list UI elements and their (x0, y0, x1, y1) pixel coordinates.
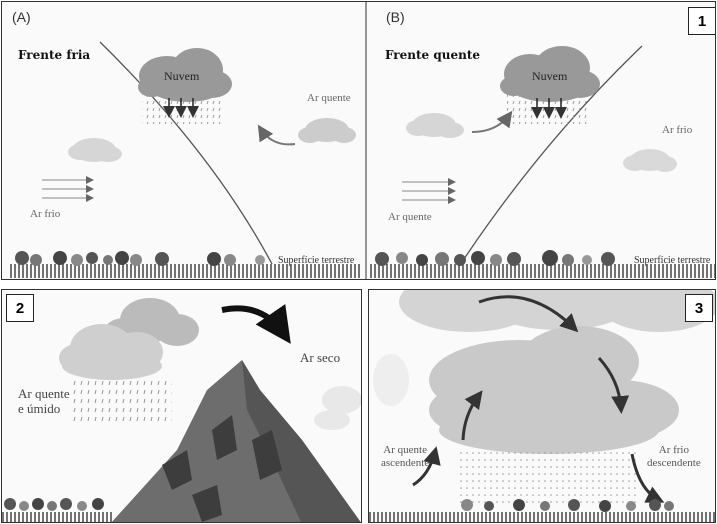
panel-3-illustration (369, 290, 715, 522)
small-cloud-a2 (298, 118, 356, 143)
rain-arrows-a (163, 98, 199, 118)
small-cloud-b1 (406, 113, 464, 138)
trees-b (375, 250, 615, 266)
rain-cloud-front (59, 324, 163, 380)
rain-a (142, 94, 222, 124)
warm-air-arrow-b (471, 110, 513, 133)
rain-2 (72, 378, 172, 426)
panel-2-illustration (2, 298, 361, 522)
humid-air-line2: e úmido (18, 401, 61, 416)
ground-2 (2, 512, 112, 522)
panel-a-tag: (A) (12, 9, 31, 25)
humid-air-label: Ar quente e úmido (18, 386, 70, 416)
warm-rising-line1: Ar quente (383, 444, 427, 456)
trees-2 (4, 498, 104, 511)
mountain-shading (162, 415, 282, 522)
cold-front-boundary (99, 41, 273, 265)
dry-air-arrow (221, 304, 291, 344)
panel-1-illustration (10, 2, 715, 279)
surface-label-b: Superfície terrestre (634, 255, 711, 266)
panel-1-fronts: (A) Frente fria Nuvem Ar quente Ar frio … (1, 1, 716, 280)
warm-air-label-a: Ar quente (307, 92, 351, 104)
panel-3-convective: Ar quente ascendente Ar frio descendente… (368, 289, 716, 523)
panel-number-1: 1 (688, 7, 715, 35)
cold-descending-line2: descendente (647, 457, 701, 469)
surface-label-a: Superfície terrestre (278, 255, 355, 266)
warm-rising-label: Ar quente ascendente (381, 444, 429, 470)
rain-cloud-back (104, 298, 199, 346)
dry-air-label: Ar seco (300, 350, 341, 365)
cold-descending-label: Ar frio descendente (647, 444, 701, 470)
warm-air-arrows-b (402, 178, 456, 204)
ground-b (370, 264, 715, 278)
faint-cloud-3 (373, 354, 409, 406)
storm-cloud-top (399, 290, 715, 332)
cold-air-label-a: Ar frio (30, 208, 61, 220)
cloud-label-b: Nuvem (532, 69, 568, 83)
rain-3 (459, 450, 639, 508)
ground-3 (369, 512, 715, 522)
rain-arrows-b (531, 98, 567, 119)
panel-2-orographic: Ar quente e úmido Ar seco 2 (1, 289, 362, 523)
cold-descending-line1: Ar frio (658, 444, 689, 456)
cold-air-label-b: Ar frio (662, 124, 693, 136)
warm-air-label-b: Ar quente (388, 211, 432, 223)
warm-rising-line2: ascendente (381, 457, 430, 469)
ground-a (10, 264, 362, 278)
rain-b (507, 94, 587, 124)
warm-front-boundary (461, 45, 643, 263)
small-cloud-a1 (68, 138, 122, 162)
cold-air-arrows-a (42, 176, 94, 202)
warm-air-arrow-a (257, 124, 296, 146)
panel-number-3: 3 (685, 294, 713, 322)
panel-b-tag: (B) (386, 9, 405, 25)
small-cloud-b2 (623, 149, 677, 172)
faint-cloud-2 (314, 386, 361, 430)
trees-3 (461, 499, 674, 512)
humid-air-line1: Ar quente (18, 386, 70, 401)
storm-cloud-body (429, 326, 679, 454)
circulation-arrows (412, 295, 665, 503)
cloud-label-a: Nuvem (164, 69, 200, 83)
warm-front-title: Frente quente (385, 48, 480, 62)
trees-a (15, 251, 265, 266)
panel-number-2: 2 (6, 294, 34, 322)
cold-front-title: Frente fria (18, 48, 91, 62)
